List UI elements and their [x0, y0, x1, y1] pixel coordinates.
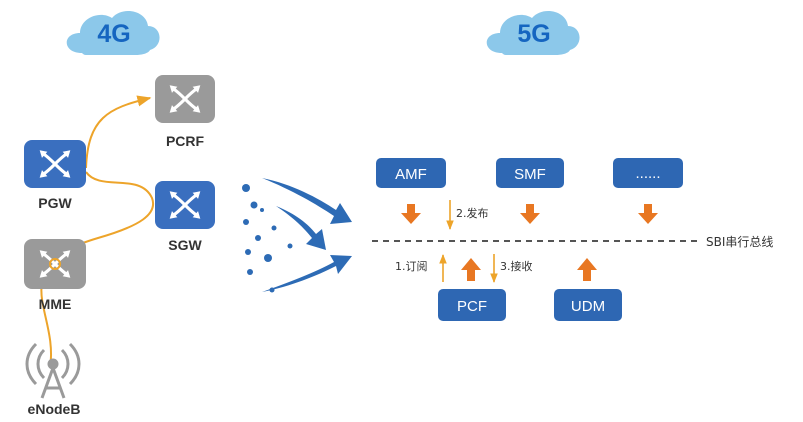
cloud-5g: 5G: [486, 11, 580, 55]
publish-label: 2.发布: [456, 206, 489, 220]
smf-label: SMF: [514, 166, 546, 183]
pcrf-label: PCRF: [166, 133, 205, 149]
transition-dots: [242, 184, 293, 293]
node-sgw[interactable]: SGW: [155, 181, 215, 253]
down-arrow-more: [638, 204, 658, 224]
nf-udm[interactable]: UDM: [554, 289, 622, 321]
udm-label: UDM: [571, 298, 605, 315]
flow-arrows: [262, 178, 352, 292]
flow-arrow-top: [262, 178, 352, 224]
cloud-5g-label: 5G: [517, 20, 550, 48]
pgw-label: PGW: [38, 195, 72, 211]
up-arrow-pcf: [461, 258, 481, 281]
flow-arrow-bottom: [262, 255, 352, 292]
node-pcrf[interactable]: PCRF: [155, 75, 215, 149]
sgw-label: SGW: [168, 237, 202, 253]
mme-label: MME: [39, 296, 72, 312]
4g-link-paths: [40, 95, 155, 369]
up-arrow-udm: [577, 258, 597, 281]
down-arrow-amf: [401, 204, 421, 224]
antenna-icon: [25, 342, 81, 399]
receive-label: 3.接收: [500, 259, 533, 273]
pcf-label: PCF: [457, 298, 487, 315]
node-enodeb[interactable]: eNodeB: [25, 342, 81, 417]
subscribe-label: 1.订阅: [395, 260, 428, 273]
nf-more[interactable]: ......: [613, 158, 683, 188]
flow-arrow-middle: [276, 206, 326, 250]
sbi-bus-label: SBI串行总线: [706, 235, 773, 249]
cloud-4g: 4G: [66, 11, 160, 55]
amf-label: AMF: [395, 166, 427, 183]
bus-arrows: [401, 204, 658, 281]
more-label: ......: [635, 165, 660, 182]
nf-pcf[interactable]: PCF: [438, 289, 506, 321]
link-pgw-pcrf: [85, 95, 152, 169]
nf-smf[interactable]: SMF: [496, 158, 564, 188]
node-pgw[interactable]: PGW: [24, 140, 86, 211]
down-arrow-smf: [520, 204, 540, 224]
nf-amf[interactable]: AMF: [376, 158, 446, 188]
enodeb-label: eNodeB: [28, 401, 81, 417]
node-mme[interactable]: MME: [24, 239, 86, 312]
cloud-4g-label: 4G: [97, 20, 130, 48]
